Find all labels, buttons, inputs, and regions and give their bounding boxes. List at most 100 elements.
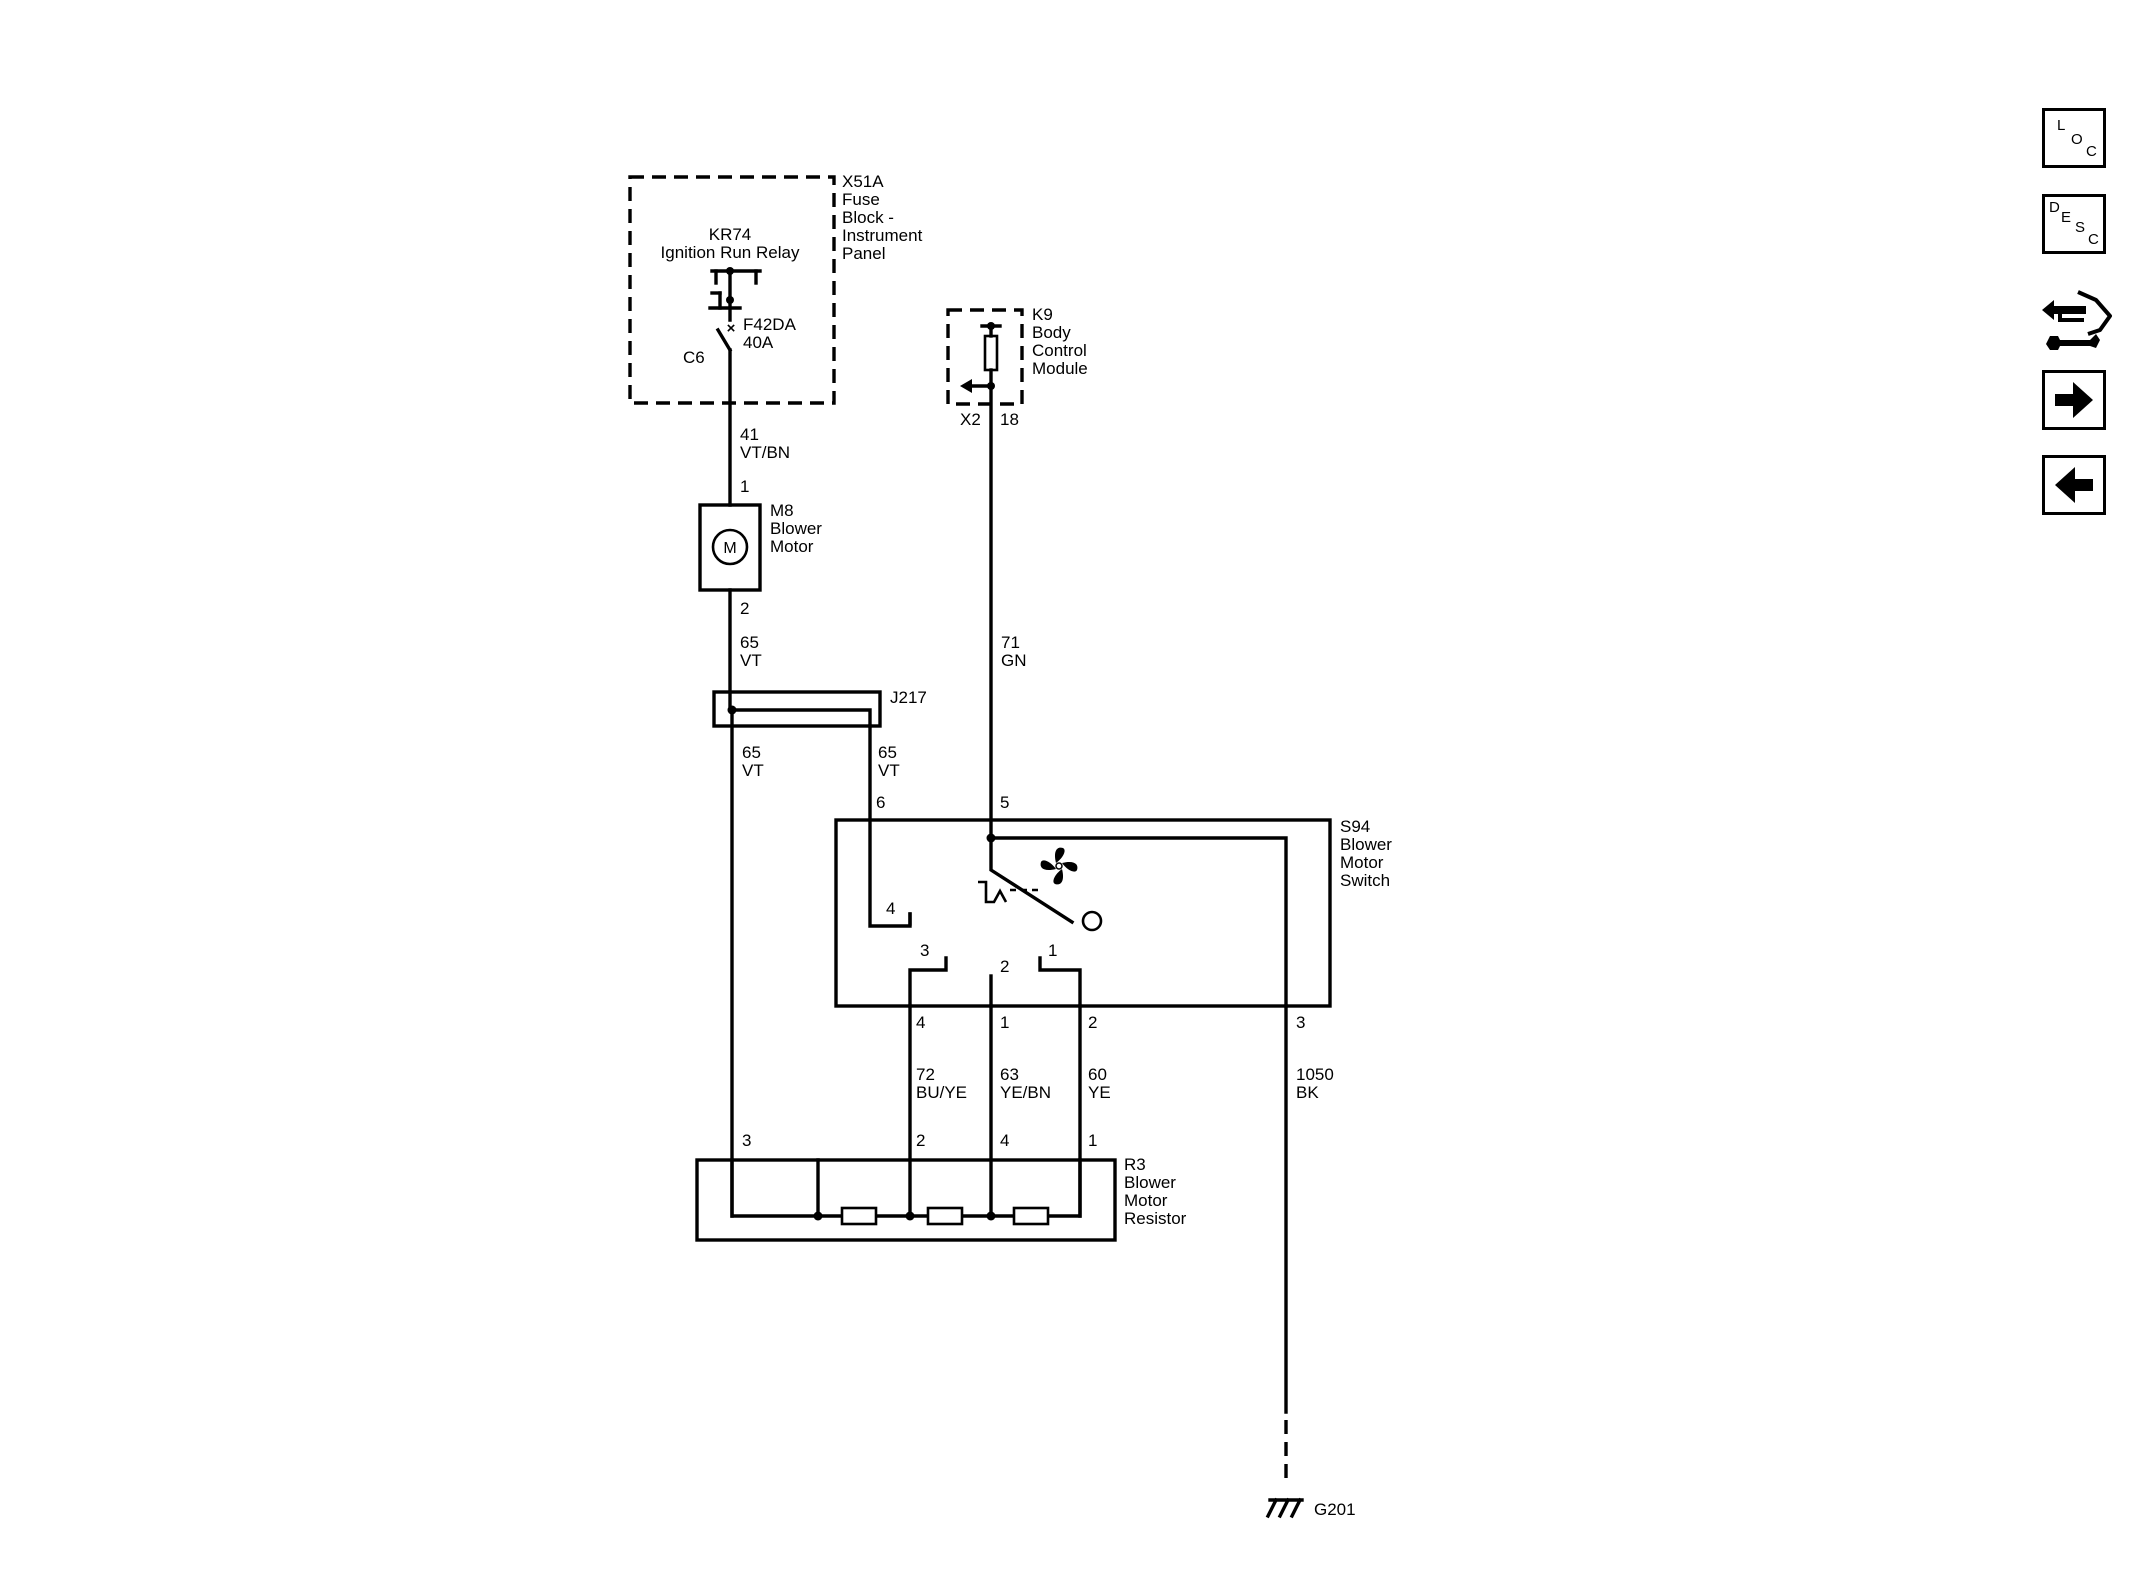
- s94-out-pin-2: 2: [1088, 1013, 1097, 1032]
- x51a-desc-1: Fuse: [842, 190, 880, 209]
- s94-pin-6: 6: [876, 793, 885, 812]
- r3-label: R3: [1124, 1155, 1146, 1174]
- loc-letter-l: L: [2057, 117, 2066, 134]
- wire-60-color: YE: [1088, 1083, 1111, 1102]
- resistor-icon-3: [1012, 1206, 1050, 1226]
- s94-int-pin-1: 1: [1048, 941, 1057, 960]
- s94-desc-1: Blower: [1340, 835, 1392, 854]
- c6-connector-label: C6: [683, 348, 705, 367]
- r3-node-dot: [905, 1211, 915, 1221]
- s94-int-pin-4: 4: [886, 899, 895, 918]
- s94-desc-2: Motor: [1340, 853, 1384, 872]
- m8-pin-2: 2: [740, 599, 749, 618]
- wire-60-circuit: 60: [1088, 1065, 1107, 1084]
- k9-bcm-outline: [946, 308, 1024, 406]
- wire-65c-color: VT: [878, 761, 900, 780]
- j217-internal-bus: [730, 708, 872, 728]
- s94-contact-3: [908, 956, 948, 1008]
- x51a-desc-4: Panel: [842, 244, 885, 263]
- switch-actuator-icon: [978, 880, 1038, 904]
- ground-icon: [1265, 1497, 1304, 1519]
- resistor-icon-1: [840, 1206, 878, 1226]
- m8-desc-2: Motor: [770, 537, 814, 556]
- j217-splice-box: [712, 690, 882, 728]
- f42da-rating: 40A: [743, 333, 774, 352]
- kr74-relay-contact-icon: [708, 267, 762, 310]
- kr74-name: Ignition Run Relay: [661, 243, 800, 262]
- s94-int-pin-2: 2: [1000, 957, 1009, 976]
- resistor-icon-2: [926, 1206, 964, 1226]
- j217-label: J217: [890, 688, 927, 707]
- x51a-desc-2: Block -: [842, 208, 894, 227]
- wire-41-color: VT/BN: [740, 443, 790, 462]
- s94-out-pin-3: 3: [1296, 1013, 1305, 1032]
- k9-output-driver-icon: [960, 322, 1002, 393]
- loc-letter-c: C: [2086, 143, 2097, 160]
- x51a-desc-3: Instrument: [842, 226, 923, 245]
- g201-label: G201: [1314, 1500, 1356, 1519]
- wire-72-color: BU/YE: [916, 1083, 967, 1102]
- connector-wrench-icon: [2042, 290, 2112, 350]
- r3-desc-2: Motor: [1124, 1191, 1168, 1210]
- r3-pin-4: 4: [1000, 1131, 1009, 1150]
- x51a-label: X51A: [842, 172, 884, 191]
- f42da-label: F42DA: [743, 315, 797, 334]
- motor-icon: [711, 528, 749, 566]
- r3-node-dot: [813, 1211, 823, 1221]
- s94-pin-5: 5: [1000, 793, 1009, 812]
- wire-71-color: GN: [1001, 651, 1027, 670]
- wire-65b-color: VT: [742, 761, 764, 780]
- m8-motor-symbol: M: [723, 540, 736, 557]
- kr74-label: KR74: [709, 225, 752, 244]
- arrow-left-icon: [2055, 467, 2093, 503]
- fan-icon: [1040, 847, 1078, 885]
- s94-common-bus: [989, 836, 1288, 1008]
- wire-71-circuit: 71: [1001, 633, 1020, 652]
- loc-letter-o: O: [2071, 131, 2083, 148]
- previous-page-button[interactable]: [2042, 455, 2106, 515]
- k9-desc-3: Module: [1032, 359, 1088, 378]
- description-button[interactable]: D E S C: [2042, 194, 2106, 254]
- r3-node-dot: [986, 1211, 996, 1221]
- s94-blower-motor-switch-box: [834, 818, 1332, 1008]
- location-button[interactable]: L O C: [2042, 108, 2106, 168]
- s94-out-pin-4: 4: [916, 1013, 925, 1032]
- k9-desc-2: Control: [1032, 341, 1087, 360]
- wire-1050-circuit: 1050: [1296, 1065, 1334, 1084]
- k9-pin: 18: [1000, 410, 1019, 429]
- wire-65c-circuit: 65: [878, 743, 897, 762]
- next-page-button[interactable]: [2042, 370, 2106, 430]
- wire-1050-color: BK: [1296, 1083, 1319, 1102]
- s94-out-pin-1: 1: [1000, 1013, 1009, 1032]
- desc-letter-s: S: [2075, 219, 2086, 236]
- m8-pin-1: 1: [740, 477, 749, 496]
- desc-letter-e: E: [2061, 209, 2072, 226]
- wire-65a-color: VT: [740, 651, 762, 670]
- k9-desc-1: Body: [1032, 323, 1071, 342]
- wire-65a-circuit: 65: [740, 633, 759, 652]
- connector-wrench-button[interactable]: [2040, 286, 2114, 352]
- desc-letter-d: D: [2049, 199, 2060, 216]
- wire-63-color: YE/BN: [1000, 1083, 1051, 1102]
- r3-pin-2: 2: [916, 1131, 925, 1150]
- wire-63-circuit: 63: [1000, 1065, 1019, 1084]
- switch-off-contact: [1081, 910, 1103, 932]
- m8-desc-1: Blower: [770, 519, 822, 538]
- r3-blower-motor-resistor-box: [695, 1158, 1117, 1242]
- s94-label: S94: [1340, 817, 1370, 836]
- desc-letter-c: C: [2088, 231, 2099, 248]
- r3-pin-1: 1: [1088, 1131, 1097, 1150]
- s94-contact-1: [1038, 956, 1082, 1008]
- s94-int-pin-3: 3: [920, 941, 929, 960]
- wire-41-circuit: 41: [740, 425, 759, 444]
- arrow-right-icon: [2055, 382, 2093, 418]
- s94-wiper-line: [989, 836, 1075, 925]
- k9-connector: X2: [960, 410, 981, 429]
- f42da-x-mark: ×: [727, 320, 736, 337]
- s94-desc-3: Switch: [1340, 871, 1390, 890]
- f42da-fuse-switch-icon: [715, 298, 733, 353]
- r3-desc-3: Resistor: [1124, 1209, 1187, 1228]
- wire-65b-circuit: 65: [742, 743, 761, 762]
- m8-label: M8: [770, 501, 794, 520]
